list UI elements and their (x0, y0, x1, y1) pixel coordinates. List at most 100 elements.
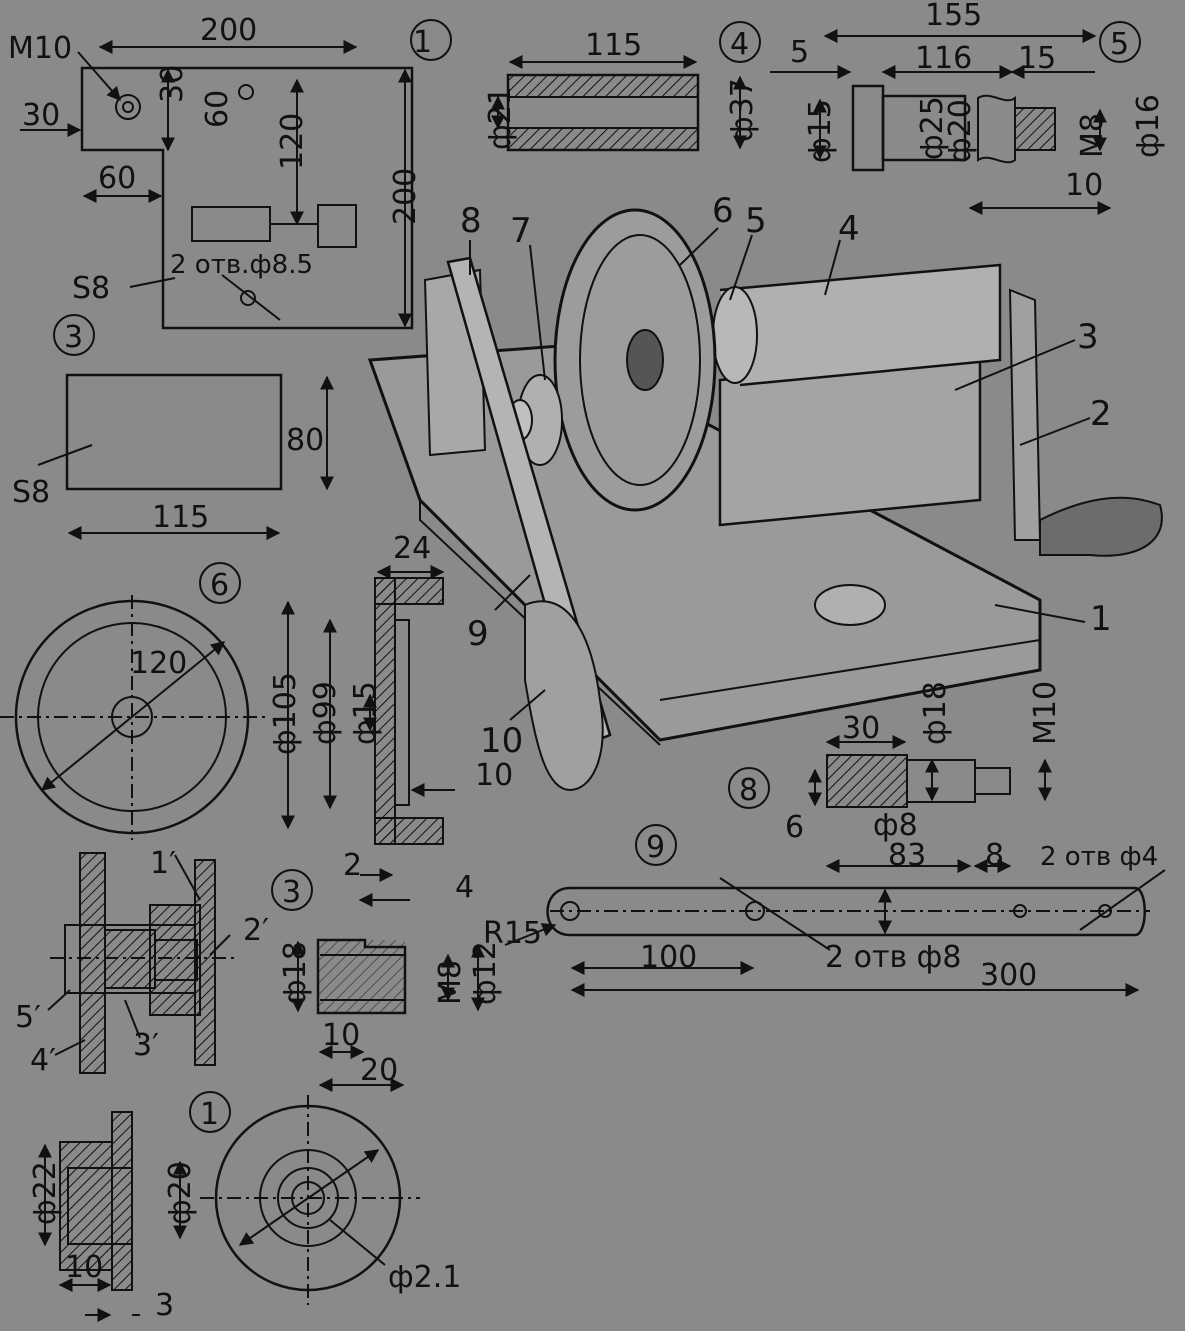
part5-labels: 5 155 5 116 15 ф15 ф25 ф20 M8 ф16 10 (790, 0, 1166, 203)
part8-8-label: 8 (985, 838, 1004, 873)
part9-r15-label: R15 (483, 916, 542, 951)
part1-200-v-label: 200 (388, 168, 423, 225)
part5-phi16-label: ф16 (1131, 94, 1166, 158)
part3b-number: 3 (282, 875, 301, 910)
part3-s8-label: S8 (12, 475, 50, 510)
callout-2: 2 (1090, 394, 1112, 434)
part4-tube-drawing (491, 55, 747, 152)
part5-155-label: 155 (925, 0, 982, 33)
part3-80-label: 80 (286, 423, 324, 458)
part1b-phi21-label: ф2.1 (388, 1260, 461, 1295)
part1-plate-drawing (20, 40, 414, 330)
assembly-illustration (367, 208, 1163, 792)
part5-phi15-label: ф15 (803, 99, 838, 163)
part5-number: 5 (1110, 27, 1129, 62)
part1b-labels: 1 ф22 ф20 10 3 ф2.1 (28, 1091, 461, 1323)
part9-labels: 9 2 отв ф4 R15 100 2 отв ф8 300 (483, 824, 1158, 993)
part1-60-v-label: 60 (200, 90, 235, 128)
part3-number: 3 (64, 320, 83, 355)
part4-number: 4 (730, 27, 749, 62)
callout-4: 4 (838, 209, 860, 249)
part8-phi8-label: ф8 (873, 808, 918, 843)
part1b-phi22-label: ф22 (28, 1161, 63, 1225)
part8-number: 8 (739, 773, 758, 808)
sub-assembly-labels: 1′ 2′ 3′ 4′ 5′ (15, 846, 269, 1078)
callout-1: 1 (1090, 599, 1112, 639)
part8-m10-label: M10 (1028, 681, 1063, 745)
sub-assembly-drawing (47, 852, 235, 1074)
part6-labels: 6 120 24 ф105 ф99 ф15 10 2 4 (130, 531, 513, 905)
part1-30-left-label: 30 (22, 98, 60, 133)
part9-lever-drawing (504, 869, 1166, 997)
part1-labels: 1 M10 200 30 30 60 120 60 200 2 отв.ф8.5… (8, 13, 452, 306)
part1b-pulley-drawing (38, 1095, 420, 1322)
part1b-3-label: 3 (155, 1288, 174, 1323)
part6-number: 6 (210, 568, 229, 603)
part1-holes-label: 2 отв.ф8.5 (170, 250, 313, 280)
part3b-labels: 3 ф18 M8 ф12 10 20 (271, 869, 503, 1088)
part4-labels: 4 115 ф21 ф37 (483, 21, 761, 150)
part3b-phi18-label: ф18 (278, 941, 313, 1005)
callout-9: 9 (467, 614, 489, 654)
part8-6-label: 6 (785, 810, 804, 845)
part5-phi20-label: ф20 (943, 99, 978, 163)
part6-wheel-drawing (0, 565, 455, 907)
part8-83-label: 83 (888, 838, 926, 873)
part9-100-label: 100 (640, 940, 697, 975)
part6-phi15-label: ф15 (348, 681, 383, 745)
part5-phi25-label: ф25 (915, 96, 950, 160)
part6-phi105-label: ф105 (268, 672, 303, 755)
part5-m8-label: M8 (1075, 113, 1110, 158)
callout-8: 8 (460, 201, 482, 241)
callout-10: 10 (480, 721, 523, 761)
part6-24-label: 24 (393, 531, 431, 566)
callout-3: 3 (1077, 317, 1099, 357)
part3-115-label: 115 (152, 500, 209, 535)
subassembly-4-label: 4′ (30, 1043, 56, 1078)
part5-10-label: 10 (1065, 168, 1103, 203)
part8-labels: 8 30 ф18 M10 6 ф8 83 8 (728, 681, 1063, 873)
callout-5: 5 (745, 201, 767, 241)
part1b-10-label: 10 (65, 1250, 103, 1285)
part1-number: 1 (413, 25, 432, 60)
part9-holes4-label: 2 отв ф4 (1040, 842, 1158, 872)
part6-4-label: 4 (455, 870, 474, 905)
part3-labels: 3 80 115 S8 (12, 314, 324, 535)
subassembly-2-label: 2′ (243, 913, 269, 948)
part1-60-h-label: 60 (98, 161, 136, 196)
part8-phi18-label: ф18 (918, 681, 953, 745)
part5-15-label: 15 (1018, 41, 1056, 76)
part3b-m8-label: M8 (433, 960, 468, 1005)
part9-holes8-label: 2 отв ф8 (825, 940, 961, 975)
part8-30-label: 30 (842, 711, 880, 746)
part3b-bushing-drawing (291, 938, 485, 1092)
assembly-callouts: 1 2 3 4 5 6 7 8 9 10 (460, 191, 1112, 761)
part1-120-label: 120 (275, 113, 310, 170)
part6-2-label: 2 (343, 848, 362, 883)
part4-phi21-label: ф21 (483, 86, 518, 150)
subassembly-3-label: 3′ (133, 1028, 159, 1063)
part4-115-label: 115 (585, 28, 642, 63)
part9-number: 9 (646, 830, 665, 865)
part6-phi99-label: ф99 (308, 681, 343, 745)
part5-116-label: 116 (915, 41, 972, 76)
part6-120-label: 120 (130, 646, 187, 681)
part3b-phi12-label: ф12 (468, 941, 503, 1005)
part3b-10-label: 10 (322, 1018, 360, 1053)
part6-10-label: 10 (475, 758, 513, 793)
part9-300-label: 300 (980, 958, 1037, 993)
part1-s8-label: S8 (72, 271, 110, 306)
part1b-number: 1 (200, 1097, 219, 1132)
subassembly-1-label: 1′ (150, 846, 176, 881)
part4-phi37-label: ф37 (725, 78, 760, 142)
callout-6: 6 (712, 191, 734, 231)
part1-m10-label: M10 (8, 31, 72, 66)
part8-pin-drawing (808, 735, 1052, 873)
part5-shaft-drawing (770, 29, 1112, 215)
part5-5-label: 5 (790, 35, 809, 70)
subassembly-5-label: 5′ (15, 1000, 41, 1035)
part1b-phi20-label: ф20 (163, 1161, 198, 1225)
part3b-20-label: 20 (360, 1053, 398, 1088)
part1-200-label: 200 (200, 13, 257, 48)
